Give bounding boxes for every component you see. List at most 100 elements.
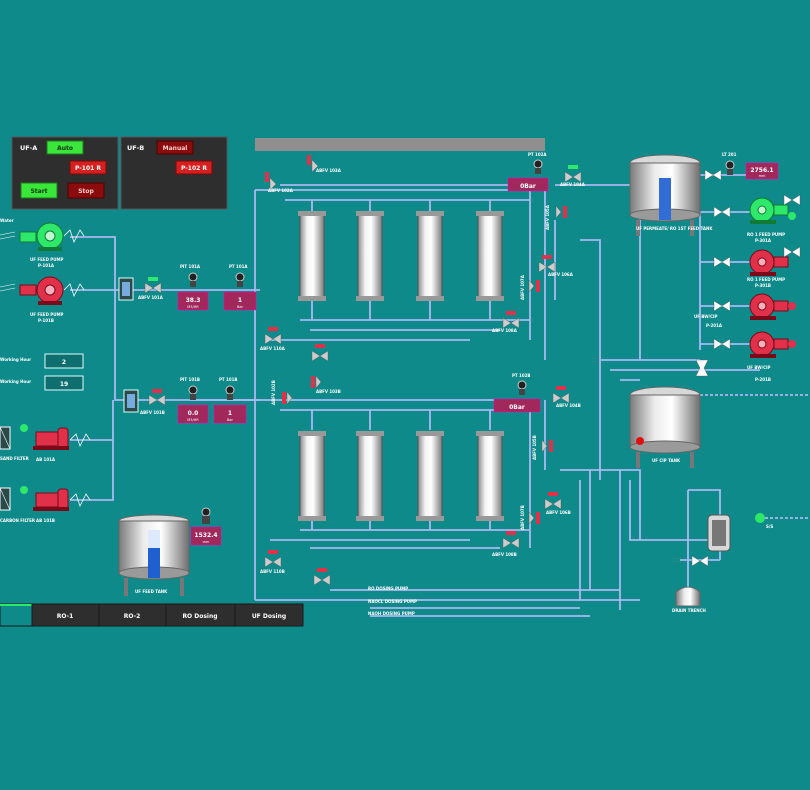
abfv-103a-label: ABFV 103A xyxy=(316,168,342,173)
uf-cip-tank[interactable] xyxy=(629,386,701,468)
working-hour-box-2 xyxy=(44,375,84,391)
hand-valve-3-icon[interactable] xyxy=(713,256,731,268)
abfv-101a-valve[interactable] xyxy=(144,277,162,294)
start-button-label: Start xyxy=(30,188,47,195)
ro-feed-pump-a[interactable] xyxy=(749,197,796,224)
filter-b-label: CARBON FILTER xyxy=(0,518,35,523)
abfv-107a-valve[interactable] xyxy=(528,279,540,293)
ab-101a-label: AB 101A xyxy=(36,457,56,462)
naocl-dosing-pump-label: NAOCL DOSING PUMP xyxy=(368,599,417,604)
p101-indicator[interactable]: P-101 R xyxy=(69,160,107,175)
stop-button[interactable]: Stop xyxy=(67,182,105,199)
abfv-111b-valve[interactable] xyxy=(313,568,331,586)
uf-cip-tank-label: UF CIP TANK xyxy=(652,458,681,463)
pit-101b-label: PIT 101B xyxy=(180,377,200,382)
uf-feed-pump-a[interactable] xyxy=(0,222,85,251)
tab-ro-dosing[interactable]: RO Dosing xyxy=(165,603,236,627)
uf-feed-pump-a-label: UF FEED PUMP xyxy=(30,257,63,262)
pt-101b-label: PT 101B xyxy=(219,377,237,382)
abfv-106a-label: ABFV 106A xyxy=(548,272,574,277)
uf-feed-pump-b-label: UF FEED PUMP xyxy=(30,312,63,317)
auto-button[interactable]: Auto xyxy=(46,140,84,155)
ro-feed-pump-a-id: P-301A xyxy=(755,238,772,243)
abfv-102b-label: ABFV 102B xyxy=(271,380,276,405)
abfv-101b-valve[interactable] xyxy=(148,389,166,406)
pressure-b-value: 1 xyxy=(228,410,232,417)
perm-pressure-a-box xyxy=(507,177,549,192)
naoh-dosing-pump-label: NAOH DOSING PUMP xyxy=(368,611,415,616)
uf-membrane-b1[interactable] xyxy=(298,431,326,521)
abfv-105b-valve[interactable] xyxy=(541,439,553,453)
manual-button[interactable]: Manual xyxy=(156,140,194,155)
abfv-110a-valve[interactable] xyxy=(264,327,282,345)
abfv-107a-label: ABFV 107A xyxy=(520,274,525,300)
hand-valve-6-icon[interactable] xyxy=(783,194,801,206)
abfv-108b-valve[interactable] xyxy=(502,531,520,549)
hand-valve-5-icon[interactable] xyxy=(713,338,731,350)
uf-a-title: UF-A xyxy=(20,144,37,152)
start-button[interactable]: Start xyxy=(20,182,58,199)
abfv-111a-valve[interactable] xyxy=(311,344,329,362)
abfv-101b-label: ABFV 101B xyxy=(140,410,165,415)
abfv-105a-valve[interactable] xyxy=(555,205,567,219)
uf-membrane-a4[interactable] xyxy=(476,211,504,301)
tab-ro-1[interactable]: RO-1 xyxy=(31,603,100,627)
abfv-108a-valve[interactable] xyxy=(502,311,520,329)
tab-ro-2[interactable]: RO-2 xyxy=(98,603,167,627)
tab-current[interactable] xyxy=(0,603,33,627)
hand-valve-1-icon[interactable] xyxy=(704,169,722,181)
hand-valve-7-icon[interactable] xyxy=(783,246,801,258)
pressure-b-box xyxy=(213,404,247,424)
abfv-106a-valve[interactable] xyxy=(538,255,556,273)
ab-101b-label: AB 101B xyxy=(36,518,55,523)
uf-b-panel: UF-B Manual P-102 R xyxy=(120,136,228,210)
abfv-102a-valve[interactable] xyxy=(265,172,277,191)
abfv-104a-label: ABFV 104A xyxy=(560,182,586,187)
uf-backwash-b-id: P-201B xyxy=(755,377,771,382)
uf-backwash-pump-a[interactable] xyxy=(749,293,796,320)
uf-feed-pump-b[interactable] xyxy=(0,276,85,305)
air-blower-a[interactable] xyxy=(33,427,91,450)
pt-102b-icon xyxy=(517,380,527,395)
uf-membrane-a2[interactable] xyxy=(356,211,384,301)
working-hour-box-1 xyxy=(44,353,84,369)
uf-membrane-a3[interactable] xyxy=(416,211,444,301)
flow-a-unit: M3/HR xyxy=(187,305,199,309)
abfv-107b-valve[interactable] xyxy=(528,511,540,525)
stop-button-label: Stop xyxy=(78,188,94,195)
hand-valve-2-icon[interactable] xyxy=(713,206,731,218)
abfv-108b-label: ABFV 108B xyxy=(492,552,517,557)
uf-feed-pump-a-id: P-101A xyxy=(38,263,55,268)
uf-feed-tank[interactable] xyxy=(118,514,190,596)
abfv-104a-valve[interactable] xyxy=(564,165,582,183)
abfv-102b-valve[interactable] xyxy=(282,391,293,405)
tab-uf-dosing[interactable]: UF Dosing xyxy=(234,603,304,627)
abfv-110b-label: ABFV 110B xyxy=(260,569,285,574)
pt-102b-label: PT 102B xyxy=(512,373,530,378)
abfv-108a-label: ABFV 108A xyxy=(492,328,518,333)
abfv-103a-valve[interactable] xyxy=(307,155,319,173)
cartridge-filter[interactable] xyxy=(707,514,731,552)
uf-membrane-a1[interactable] xyxy=(298,211,326,301)
permeate-tank-level-unit: mm xyxy=(759,174,766,178)
ro-feed-pump-b[interactable] xyxy=(749,249,789,276)
uf-backwash-pump-b[interactable] xyxy=(749,331,796,358)
sampling-valve-icon[interactable] xyxy=(691,555,709,567)
air-blower-b[interactable] xyxy=(33,488,91,511)
abfv-110b-valve[interactable] xyxy=(264,550,282,568)
uf-train-a xyxy=(298,211,504,301)
abfv-103b-valve[interactable] xyxy=(311,375,322,389)
abfv-104b-valve[interactable] xyxy=(552,386,570,404)
uf-permeate-tank[interactable] xyxy=(629,154,701,236)
abfv-106b-label: ABFV 106B xyxy=(546,510,571,515)
uf-membrane-b3[interactable] xyxy=(416,431,444,521)
water-label: Water xyxy=(0,218,14,223)
uf-train-b xyxy=(298,431,504,521)
abfv-106b-valve[interactable] xyxy=(544,492,562,510)
uf-membrane-b2[interactable] xyxy=(356,431,384,521)
hand-valve-4-icon[interactable] xyxy=(713,300,731,312)
filter-b-status-icon xyxy=(20,486,28,494)
uf-membrane-b4[interactable] xyxy=(476,431,504,521)
pt-102a-label: PT 102A xyxy=(528,152,547,157)
p102-indicator[interactable]: P-102 R xyxy=(175,160,213,175)
